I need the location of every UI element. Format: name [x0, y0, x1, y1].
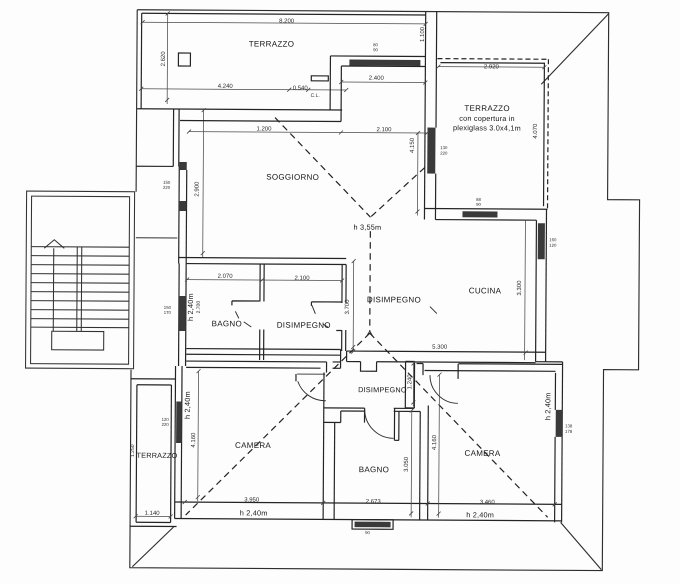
- svg-text:1.240: 1.240: [407, 374, 413, 390]
- svg-text:8.200: 8.200: [279, 19, 295, 25]
- svg-text:138: 138: [565, 423, 573, 428]
- svg-text:3.300: 3.300: [517, 280, 523, 296]
- svg-text:DISIMPEGNO: DISIMPEGNO: [277, 321, 331, 330]
- svg-text:120: 120: [162, 417, 170, 422]
- svg-text:3.700: 3.700: [345, 299, 351, 315]
- svg-text:CUCINA: CUCINA: [469, 286, 502, 295]
- svg-text:80: 80: [373, 42, 378, 47]
- svg-text:BAGNO: BAGNO: [359, 465, 389, 474]
- svg-text:160: 160: [549, 237, 557, 242]
- svg-text:4.160: 4.160: [432, 434, 438, 450]
- svg-text:2.400: 2.400: [369, 76, 385, 82]
- svg-text:2.620: 2.620: [161, 51, 167, 67]
- svg-text:1.200: 1.200: [256, 126, 272, 132]
- svg-text:2.070: 2.070: [218, 274, 234, 280]
- svg-text:5.300: 5.300: [432, 345, 448, 351]
- svg-text:90: 90: [365, 530, 370, 535]
- svg-text:130: 130: [440, 145, 448, 150]
- svg-text:2.900: 2.900: [195, 181, 201, 197]
- svg-text:C.L.: C.L.: [311, 93, 320, 99]
- svg-text:CAMERA: CAMERA: [235, 441, 271, 450]
- svg-text:90: 90: [373, 47, 378, 52]
- svg-text:4.240: 4.240: [218, 84, 234, 90]
- svg-text:1.250: 1.250: [130, 444, 136, 457]
- svg-text:h 2,40m: h 2,40m: [186, 293, 195, 321]
- svg-text:1.100: 1.100: [420, 26, 426, 42]
- svg-text:90: 90: [476, 202, 481, 207]
- svg-text:88: 88: [476, 197, 481, 202]
- svg-text:4.160: 4.160: [191, 432, 197, 448]
- svg-text:2.673: 2.673: [366, 499, 382, 505]
- svg-text:h 2,40m: h 2,40m: [543, 392, 552, 420]
- svg-text:2.100: 2.100: [376, 127, 392, 133]
- svg-text:DISIMPEGNO: DISIMPEGNO: [367, 295, 421, 304]
- svg-text:170: 170: [164, 310, 172, 315]
- svg-text:178: 178: [565, 429, 573, 434]
- svg-text:h 2,40m: h 2,40m: [240, 508, 268, 517]
- svg-text:con copertura in: con copertura in: [459, 114, 515, 123]
- svg-text:3.050: 3.050: [404, 456, 410, 472]
- svg-text:BAGNO: BAGNO: [212, 319, 242, 328]
- svg-text:DISIMPEGNO: DISIMPEGNO: [358, 385, 407, 394]
- svg-text:TERRAZZO: TERRAZZO: [137, 451, 178, 460]
- svg-text:2.100: 2.100: [295, 276, 311, 282]
- svg-text:120: 120: [549, 243, 557, 248]
- svg-text:3.950: 3.950: [244, 497, 260, 503]
- svg-text:CAMERA: CAMERA: [464, 449, 500, 458]
- svg-text:h 2,40m: h 2,40m: [183, 391, 192, 419]
- svg-text:4.070: 4.070: [533, 123, 539, 139]
- svg-text:1.140: 1.140: [145, 511, 161, 517]
- svg-text:2.700: 2.700: [196, 301, 202, 314]
- svg-text:plexiglass 3.0x4,1m: plexiglass 3.0x4,1m: [453, 123, 521, 132]
- svg-text:220: 220: [162, 422, 170, 427]
- svg-text:0.540: 0.540: [293, 86, 309, 92]
- svg-text:h 3,55m: h 3,55m: [353, 223, 381, 232]
- svg-text:150: 150: [163, 180, 171, 185]
- svg-text:3.460: 3.460: [480, 500, 496, 506]
- svg-text:220: 220: [163, 185, 171, 190]
- svg-text:TERRAZZO: TERRAZZO: [464, 104, 510, 113]
- svg-text:150: 150: [164, 305, 172, 310]
- svg-text:4.150: 4.150: [410, 137, 416, 153]
- svg-text:TERRAZZO: TERRAZZO: [249, 39, 295, 48]
- svg-text:h 2,40m: h 2,40m: [466, 510, 494, 519]
- svg-text:220: 220: [440, 151, 448, 156]
- svg-text:2.920: 2.920: [484, 64, 500, 70]
- svg-text:SOGGIORNO: SOGGIORNO: [266, 173, 319, 182]
